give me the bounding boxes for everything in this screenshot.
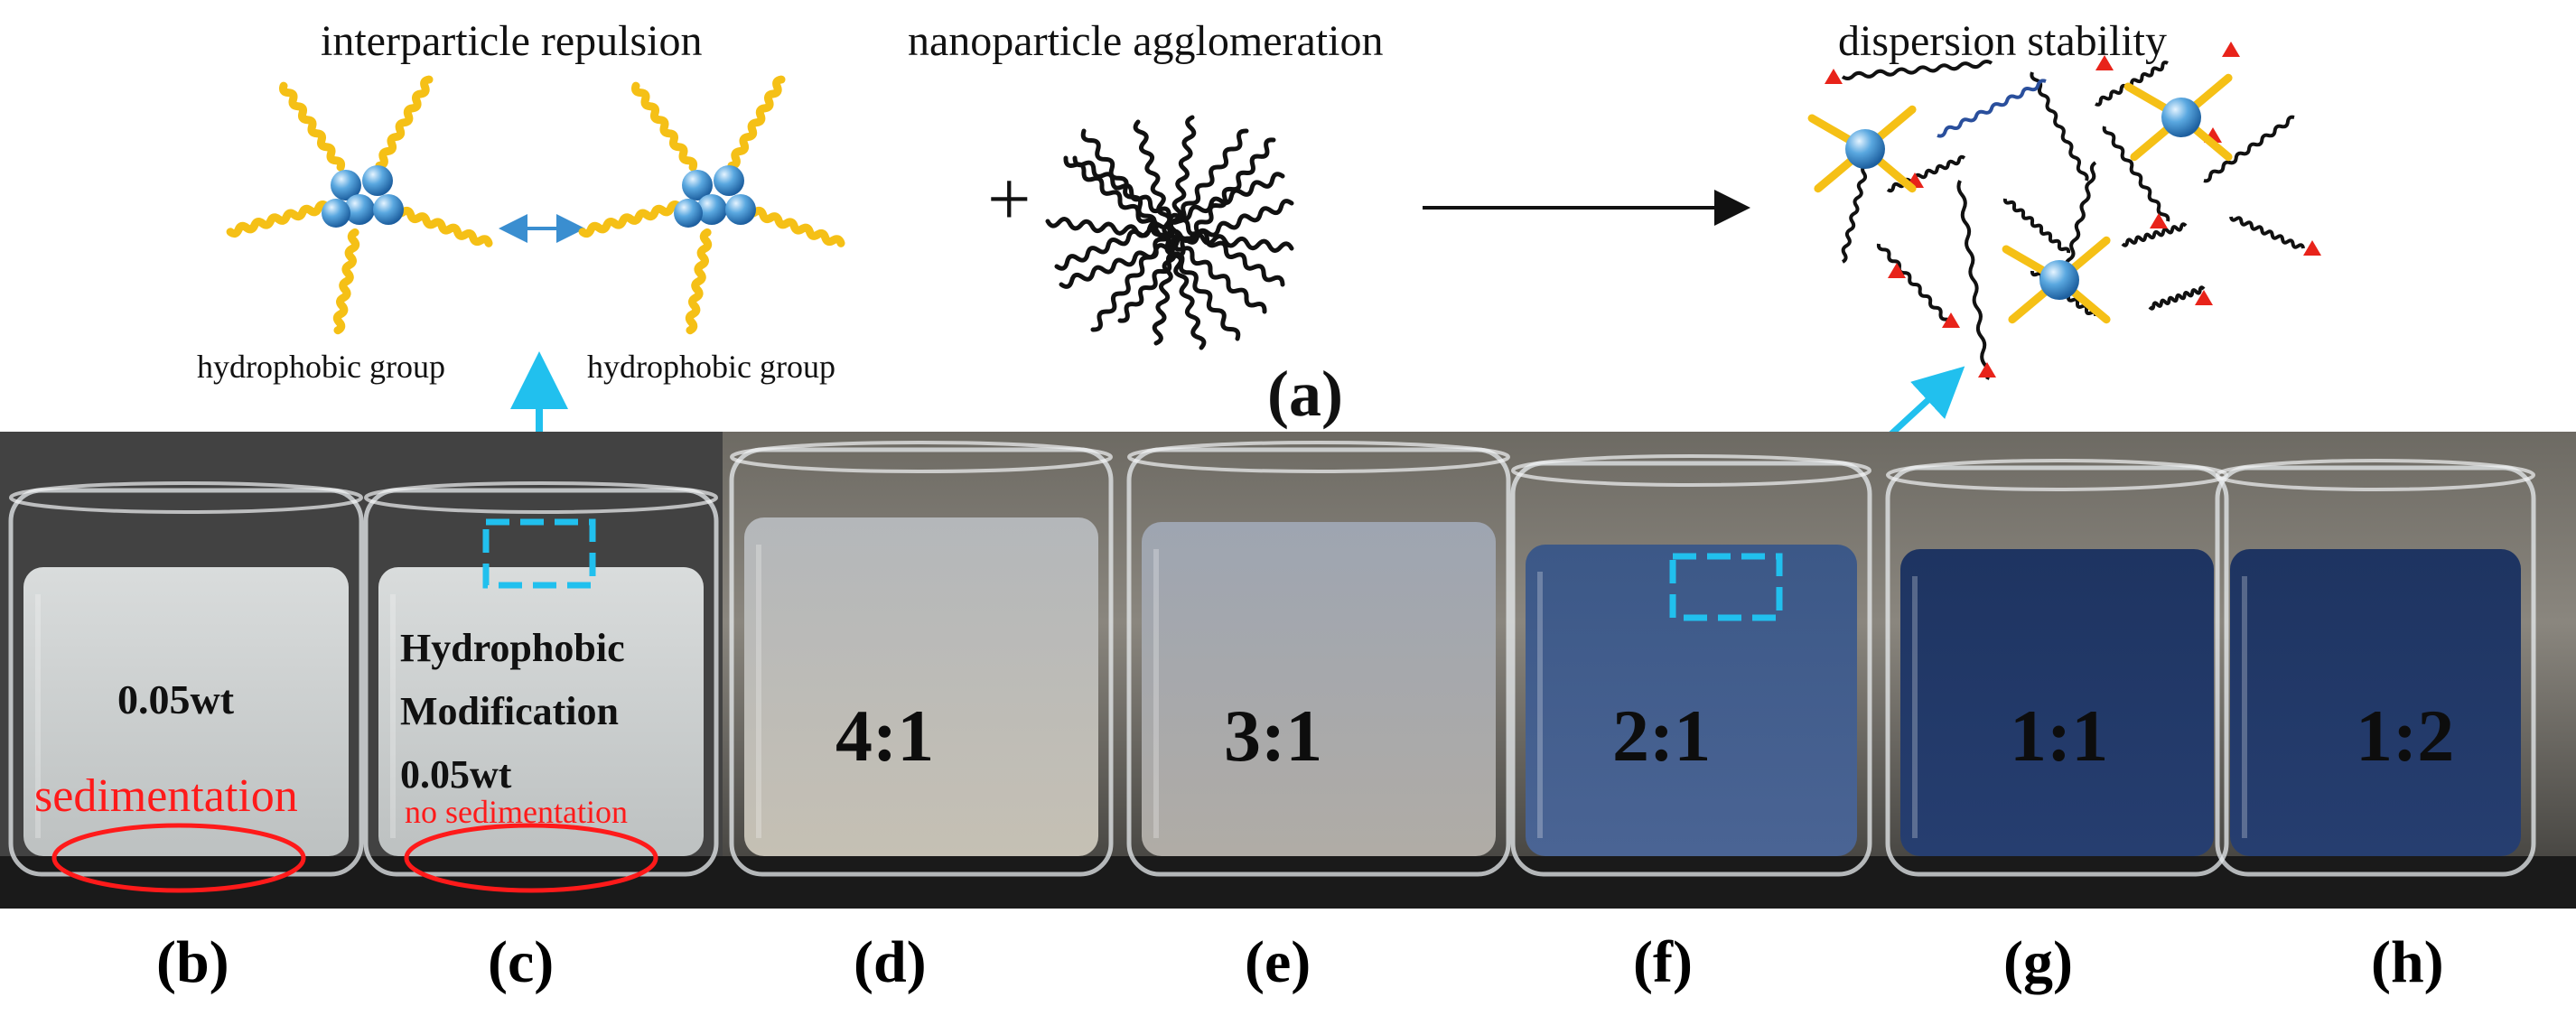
panel-label-c: (c) [488, 929, 555, 995]
beaker-c-line3: 0.05wt [400, 752, 512, 797]
title-agglomeration: nanoparticle agglomeration [908, 17, 1384, 65]
title-stability: dispersion stability [1838, 17, 2167, 65]
beaker-e-ratio: 3:1 [1224, 694, 1323, 777]
schematic [226, 42, 2321, 432]
sediment-ellipse-b [51, 823, 306, 893]
beaker-e [1126, 441, 1511, 877]
beaker-d [729, 441, 1114, 877]
panel-label-d: (d) [854, 929, 927, 995]
group-label-left: hydrophobic group [197, 349, 445, 385]
title-repulsion: interparticle repulsion [321, 17, 703, 65]
beaker-f [1510, 454, 1872, 877]
panel-label-g: (g) [2003, 929, 2073, 995]
connector-f [1889, 366, 1965, 432]
beaker-h-ratio: 1:2 [2356, 694, 2455, 777]
beaker-f-ratio: 2:1 [1612, 694, 1712, 777]
beaker-c-note: no sedimentation [405, 794, 628, 830]
plus-sign: + [987, 155, 1031, 242]
beaker-g-ratio: 1:1 [2010, 694, 2109, 777]
beaker-c-line1: Hydrophobic [400, 626, 625, 670]
panel-label-h: (h) [2371, 929, 2444, 995]
particle-cluster-left [226, 75, 493, 335]
beaker-b [8, 481, 364, 877]
sediment-ellipse-c [404, 823, 658, 893]
highlight-box-f [1669, 553, 1783, 621]
panel-label-a: (a) [1267, 358, 1343, 430]
dispersion-network [1807, 42, 2321, 380]
panel-label-e: (e) [1245, 929, 1311, 995]
beaker-b-note: sedimentation [34, 770, 298, 822]
highlight-box-c [482, 518, 596, 589]
beaker-h [2215, 459, 2536, 877]
beaker-photo [0, 432, 2576, 909]
polymer-tangle [1045, 115, 1294, 350]
beaker-b-concentration: 0.05wt [117, 676, 235, 722]
beaker-c-line2: Modification [400, 689, 619, 733]
beaker-c [363, 481, 719, 877]
particle-cluster-right [578, 75, 845, 335]
beaker-d-ratio: 4:1 [835, 694, 935, 777]
panel-label-b: (b) [156, 929, 229, 995]
panel-label-f: (f) [1633, 929, 1693, 995]
group-label-right: hydrophobic group [587, 349, 835, 385]
